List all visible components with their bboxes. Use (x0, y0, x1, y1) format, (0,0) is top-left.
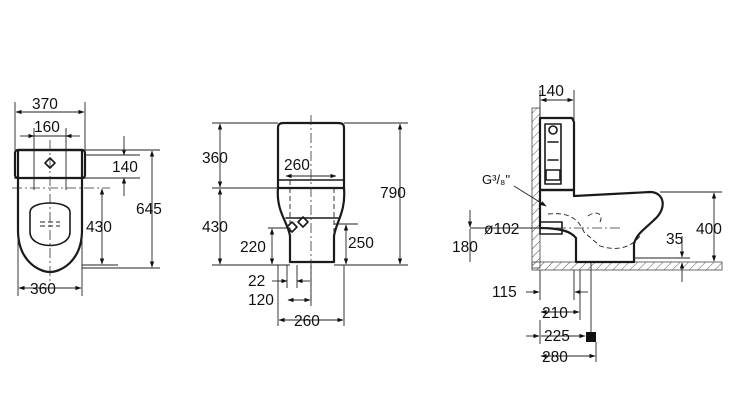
front-view: 360 260 430 790 220 250 22 120 26 (202, 115, 408, 330)
side-view: 140 G³/₈" ø102 180 35 400 115 210 225 (452, 83, 723, 366)
dim-22: 22 (248, 273, 265, 290)
dim-35: 35 (666, 231, 683, 248)
dim-160: 160 (34, 119, 60, 136)
dim-260-base: 260 (294, 313, 320, 330)
dim-250: 250 (348, 235, 374, 252)
dim-370: 370 (32, 96, 58, 113)
wall-hatch (531, 107, 541, 269)
dim-120: 120 (248, 292, 274, 309)
dim-180: 180 (452, 239, 478, 256)
bowl-outline-side (538, 188, 664, 264)
dim-d102: ø102 (484, 221, 519, 238)
dim-400: 400 (696, 221, 722, 238)
top-view: 370 160 140 430 645 360 (12, 96, 162, 298)
tank-outline-side (538, 116, 576, 192)
dim-645: 645 (136, 201, 162, 218)
dim-225: 225 (544, 328, 570, 345)
floor-hatch (531, 261, 723, 271)
dim-140-top: 140 (112, 159, 138, 176)
dim-430-front: 430 (202, 219, 228, 236)
bowl-outline-front (276, 186, 346, 264)
dim-210: 210 (542, 305, 568, 322)
dim-260-front: 260 (284, 157, 310, 174)
thread-label: G³/₈" (482, 172, 510, 187)
dim-360-front: 360 (202, 150, 228, 167)
dim-280: 280 (542, 349, 568, 366)
trap-path (547, 213, 641, 249)
inlet-diamond-right-icon (297, 216, 309, 228)
inlet-diamond-icon (44, 157, 56, 169)
dim-360-bottom: 360 (30, 281, 56, 298)
seat-opening (29, 202, 71, 247)
floor-drain-icon (586, 332, 596, 342)
flush-mechanism (544, 123, 562, 185)
dim-790: 790 (380, 185, 406, 202)
dim-220: 220 (240, 239, 266, 256)
dim-115: 115 (492, 284, 517, 301)
dim-430-top: 430 (86, 219, 112, 236)
tank-outline-front (276, 121, 346, 190)
dim-140-side: 140 (538, 83, 564, 100)
inlet-diamond-left-icon (286, 221, 298, 233)
